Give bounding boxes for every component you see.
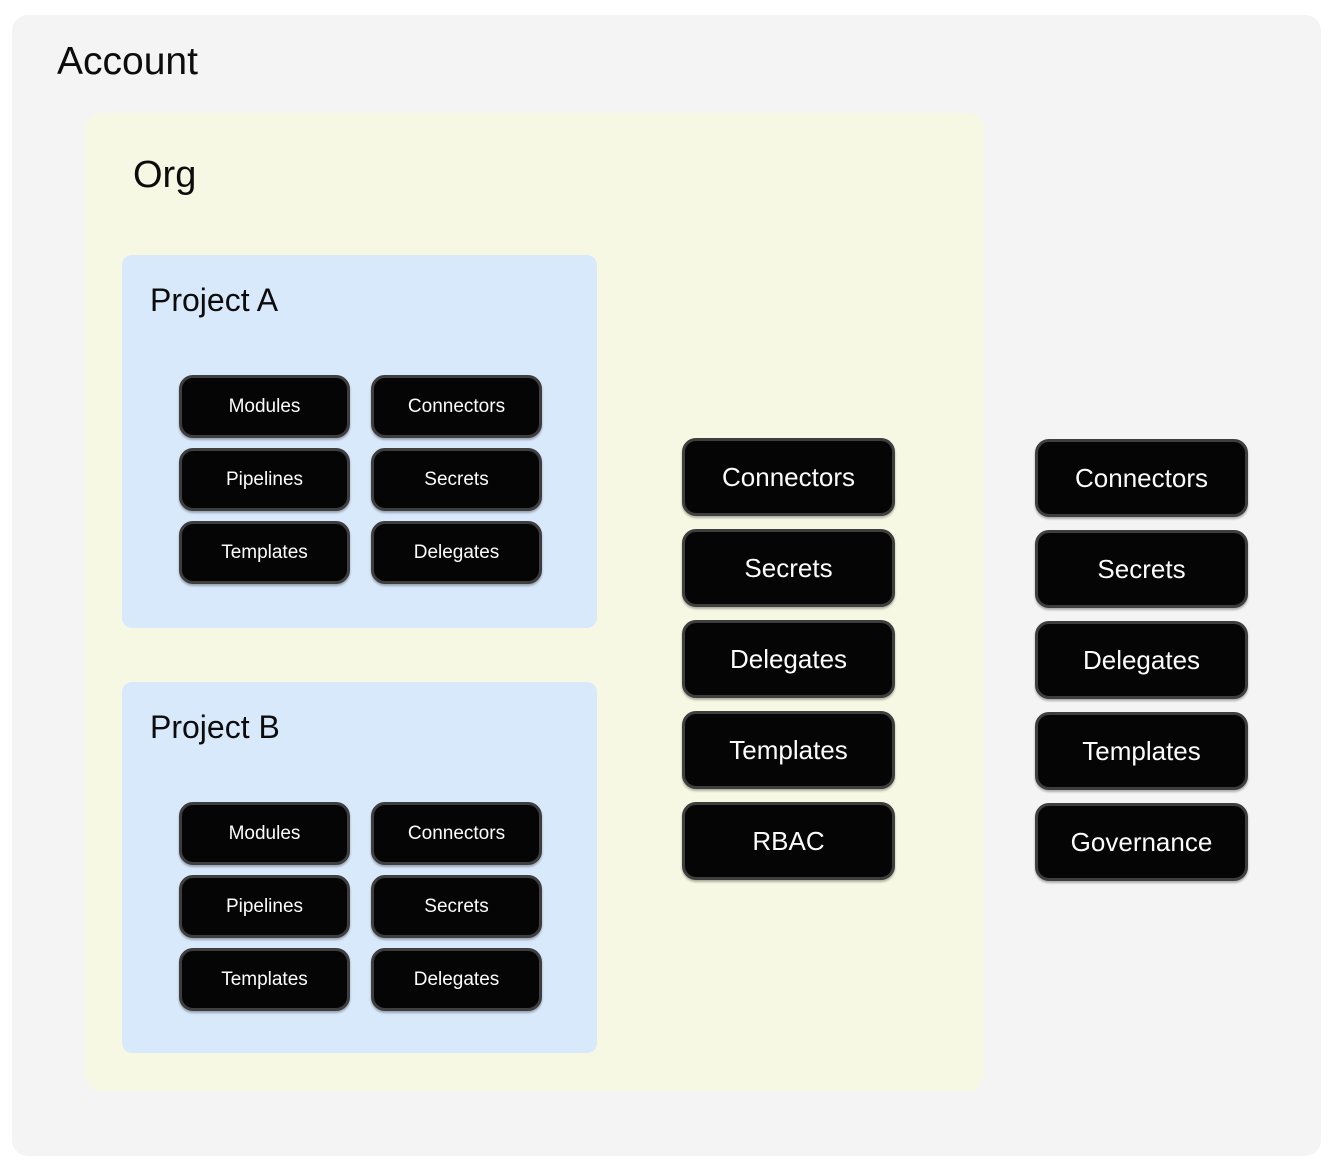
project-b-chip-connectors: Connectors [371,802,542,865]
org-title: Org [133,154,197,196]
project-b-chip-templates: Templates [179,948,350,1011]
org-chip-templates: Templates [682,711,895,789]
project-b-chip-pipelines: Pipelines [179,875,350,938]
project-a-chip-grid: Modules Connectors Pipelines Secrets Tem… [179,375,542,584]
project-a-chip-connectors: Connectors [371,375,542,438]
account-chip-governance: Governance [1035,803,1248,881]
project-a-chip-pipelines: Pipelines [179,448,350,511]
project-b-chip-secrets: Secrets [371,875,542,938]
org-scope-box: Org Project A Modules Connectors Pipelin… [85,113,984,1091]
account-scope-box: Account Org Project A Modules Connectors… [12,15,1321,1156]
account-chip-delegates: Delegates [1035,621,1248,699]
account-chip-connectors: Connectors [1035,439,1248,517]
project-b-chip-delegates: Delegates [371,948,542,1011]
account-title: Account [57,40,198,83]
project-a-chip-templates: Templates [179,521,350,584]
org-chip-column: Connectors Secrets Delegates Templates R… [682,438,895,880]
org-chip-connectors: Connectors [682,438,895,516]
org-chip-secrets: Secrets [682,529,895,607]
account-chip-column: Connectors Secrets Delegates Templates G… [1035,439,1248,881]
project-b-chip-modules: Modules [179,802,350,865]
project-a-chip-secrets: Secrets [371,448,542,511]
account-chip-templates: Templates [1035,712,1248,790]
project-a-chip-modules: Modules [179,375,350,438]
project-b-box: Project B Modules Connectors Pipelines S… [122,682,597,1053]
project-a-box: Project A Modules Connectors Pipelines S… [122,255,597,628]
account-chip-secrets: Secrets [1035,530,1248,608]
project-b-title: Project B [150,709,280,745]
project-b-chip-grid: Modules Connectors Pipelines Secrets Tem… [179,802,542,1011]
org-chip-delegates: Delegates [682,620,895,698]
project-a-title: Project A [150,282,279,318]
project-a-chip-delegates: Delegates [371,521,542,584]
org-chip-rbac: RBAC [682,802,895,880]
